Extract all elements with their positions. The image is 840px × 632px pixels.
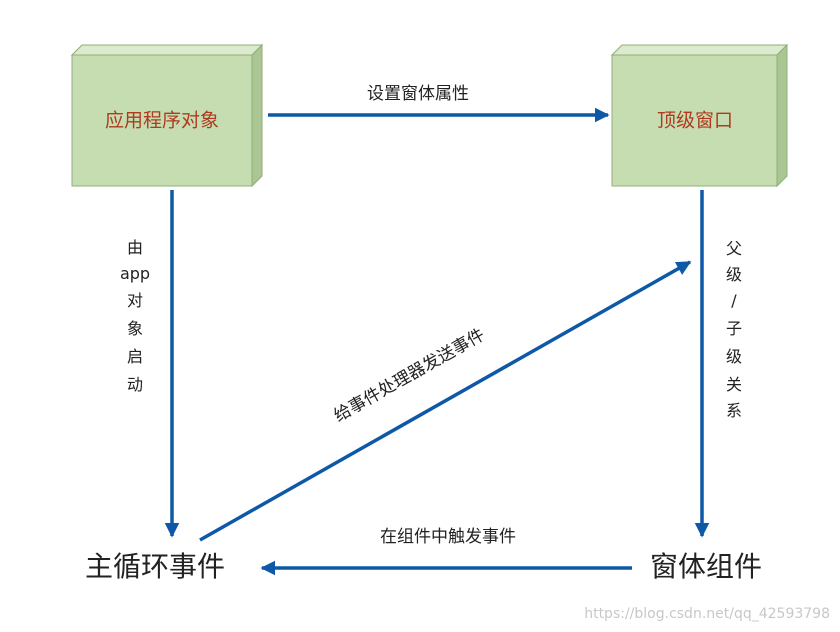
top-window-box: 顶级窗口 bbox=[610, 43, 789, 188]
parent-child-label: 父 级 / 子 级 关 系 bbox=[726, 239, 742, 420]
parent-child-char: 父 bbox=[726, 239, 742, 258]
top-window-box-face bbox=[611, 54, 778, 187]
trigger-in-widget-label: 在组件中触发事件 bbox=[380, 527, 516, 547]
app-object-box: 应用程序对象 bbox=[70, 43, 264, 188]
started-by-app-label: 由 app 对 象 启 动 bbox=[120, 238, 150, 394]
app-object-box-face bbox=[71, 54, 253, 187]
watermark: https://blog.csdn.net/qq_42593798 bbox=[584, 606, 830, 622]
parent-child-char: 级 bbox=[726, 265, 742, 284]
parent-child-char: 系 bbox=[726, 401, 742, 420]
set-properties-label: 设置窗体属性 bbox=[367, 84, 469, 104]
parent-child-char: / bbox=[731, 291, 737, 310]
started-by-app-char: 启 bbox=[127, 347, 143, 366]
main-loop-node: 主循环事件 bbox=[85, 550, 225, 583]
top-window-box-top bbox=[610, 44, 789, 56]
parent-child-char: 子 bbox=[726, 319, 742, 338]
top-window-label: 顶级窗口 bbox=[657, 110, 733, 132]
started-by-app-char: 动 bbox=[127, 375, 143, 394]
started-by-app-char: 对 bbox=[127, 291, 143, 310]
started-by-app-char: 由 bbox=[127, 238, 143, 257]
app-object-box-top bbox=[70, 44, 264, 56]
app-object-box-side bbox=[251, 43, 263, 188]
started-by-app-char: 象 bbox=[127, 319, 143, 338]
top-window-box-side bbox=[776, 43, 788, 188]
send-to-handler-label: 给事件处理器发送事件 bbox=[331, 325, 489, 426]
parent-child-char: 级 bbox=[726, 347, 742, 366]
send-to-handler-arrow bbox=[199, 260, 692, 542]
parent-child-char: 关 bbox=[726, 375, 742, 394]
app-object-label: 应用程序对象 bbox=[105, 110, 219, 132]
widget-node: 窗体组件 bbox=[650, 550, 762, 583]
started-by-app-char: app bbox=[120, 264, 150, 283]
